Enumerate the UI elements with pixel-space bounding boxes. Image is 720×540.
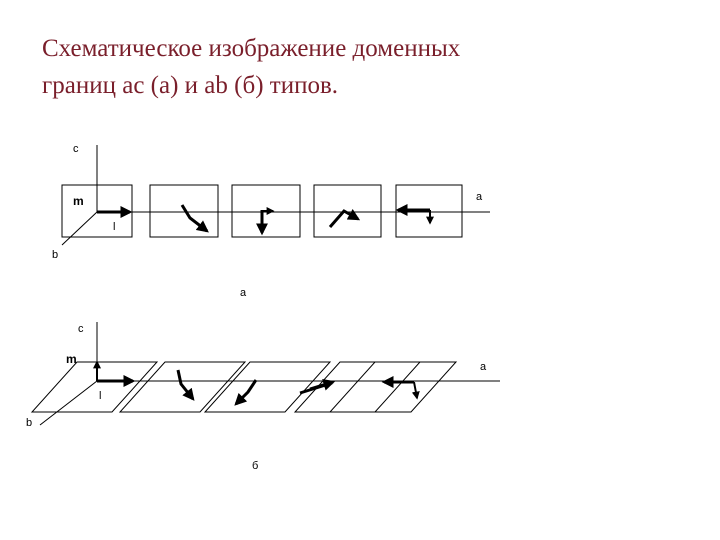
title-line-1: Схематическое изображение доменных xyxy=(42,35,461,62)
axis-b-label: b xyxy=(26,417,32,429)
domain-plane-1 xyxy=(30,361,159,413)
spin-vector-2 xyxy=(176,369,195,401)
spin-vector-4 xyxy=(328,209,361,228)
domain-box-2 xyxy=(149,184,219,238)
domain-box-3 xyxy=(231,184,301,238)
axis-a-label: a xyxy=(480,361,487,373)
spin-vector-5-tail xyxy=(411,381,420,400)
slide-title: Схематическое изображение доменных грани… xyxy=(42,30,682,104)
axis-c-label: c xyxy=(78,323,84,335)
axis-a-label: a xyxy=(476,191,483,203)
diagram-a-caption: a xyxy=(240,287,247,299)
diagram-a: c m l b a a xyxy=(52,143,490,299)
domain-plane-3 xyxy=(203,361,332,413)
diagram-b: c m l b a б xyxy=(26,322,500,472)
domain-box-4 xyxy=(313,184,382,238)
axis-m-label: m xyxy=(66,352,77,366)
axis-b-line xyxy=(61,211,98,246)
spin-vector-2 xyxy=(180,204,209,233)
spin-vector-3 xyxy=(234,379,258,406)
spin-vector-4-head xyxy=(309,379,336,391)
axis-b-line xyxy=(39,380,98,426)
axis-m-label: m xyxy=(73,194,84,208)
domain-plane-2 xyxy=(118,361,247,413)
axis-b-label: b xyxy=(52,249,58,261)
domain-plane-5 xyxy=(328,361,458,413)
title-line-2: границ ac (a) и ab (б) типов. xyxy=(42,72,339,99)
axis-l-label: l xyxy=(113,221,115,233)
diagram-b-caption: б xyxy=(252,460,258,472)
axis-c-label: c xyxy=(73,143,79,155)
axis-l-label: l xyxy=(99,390,101,402)
